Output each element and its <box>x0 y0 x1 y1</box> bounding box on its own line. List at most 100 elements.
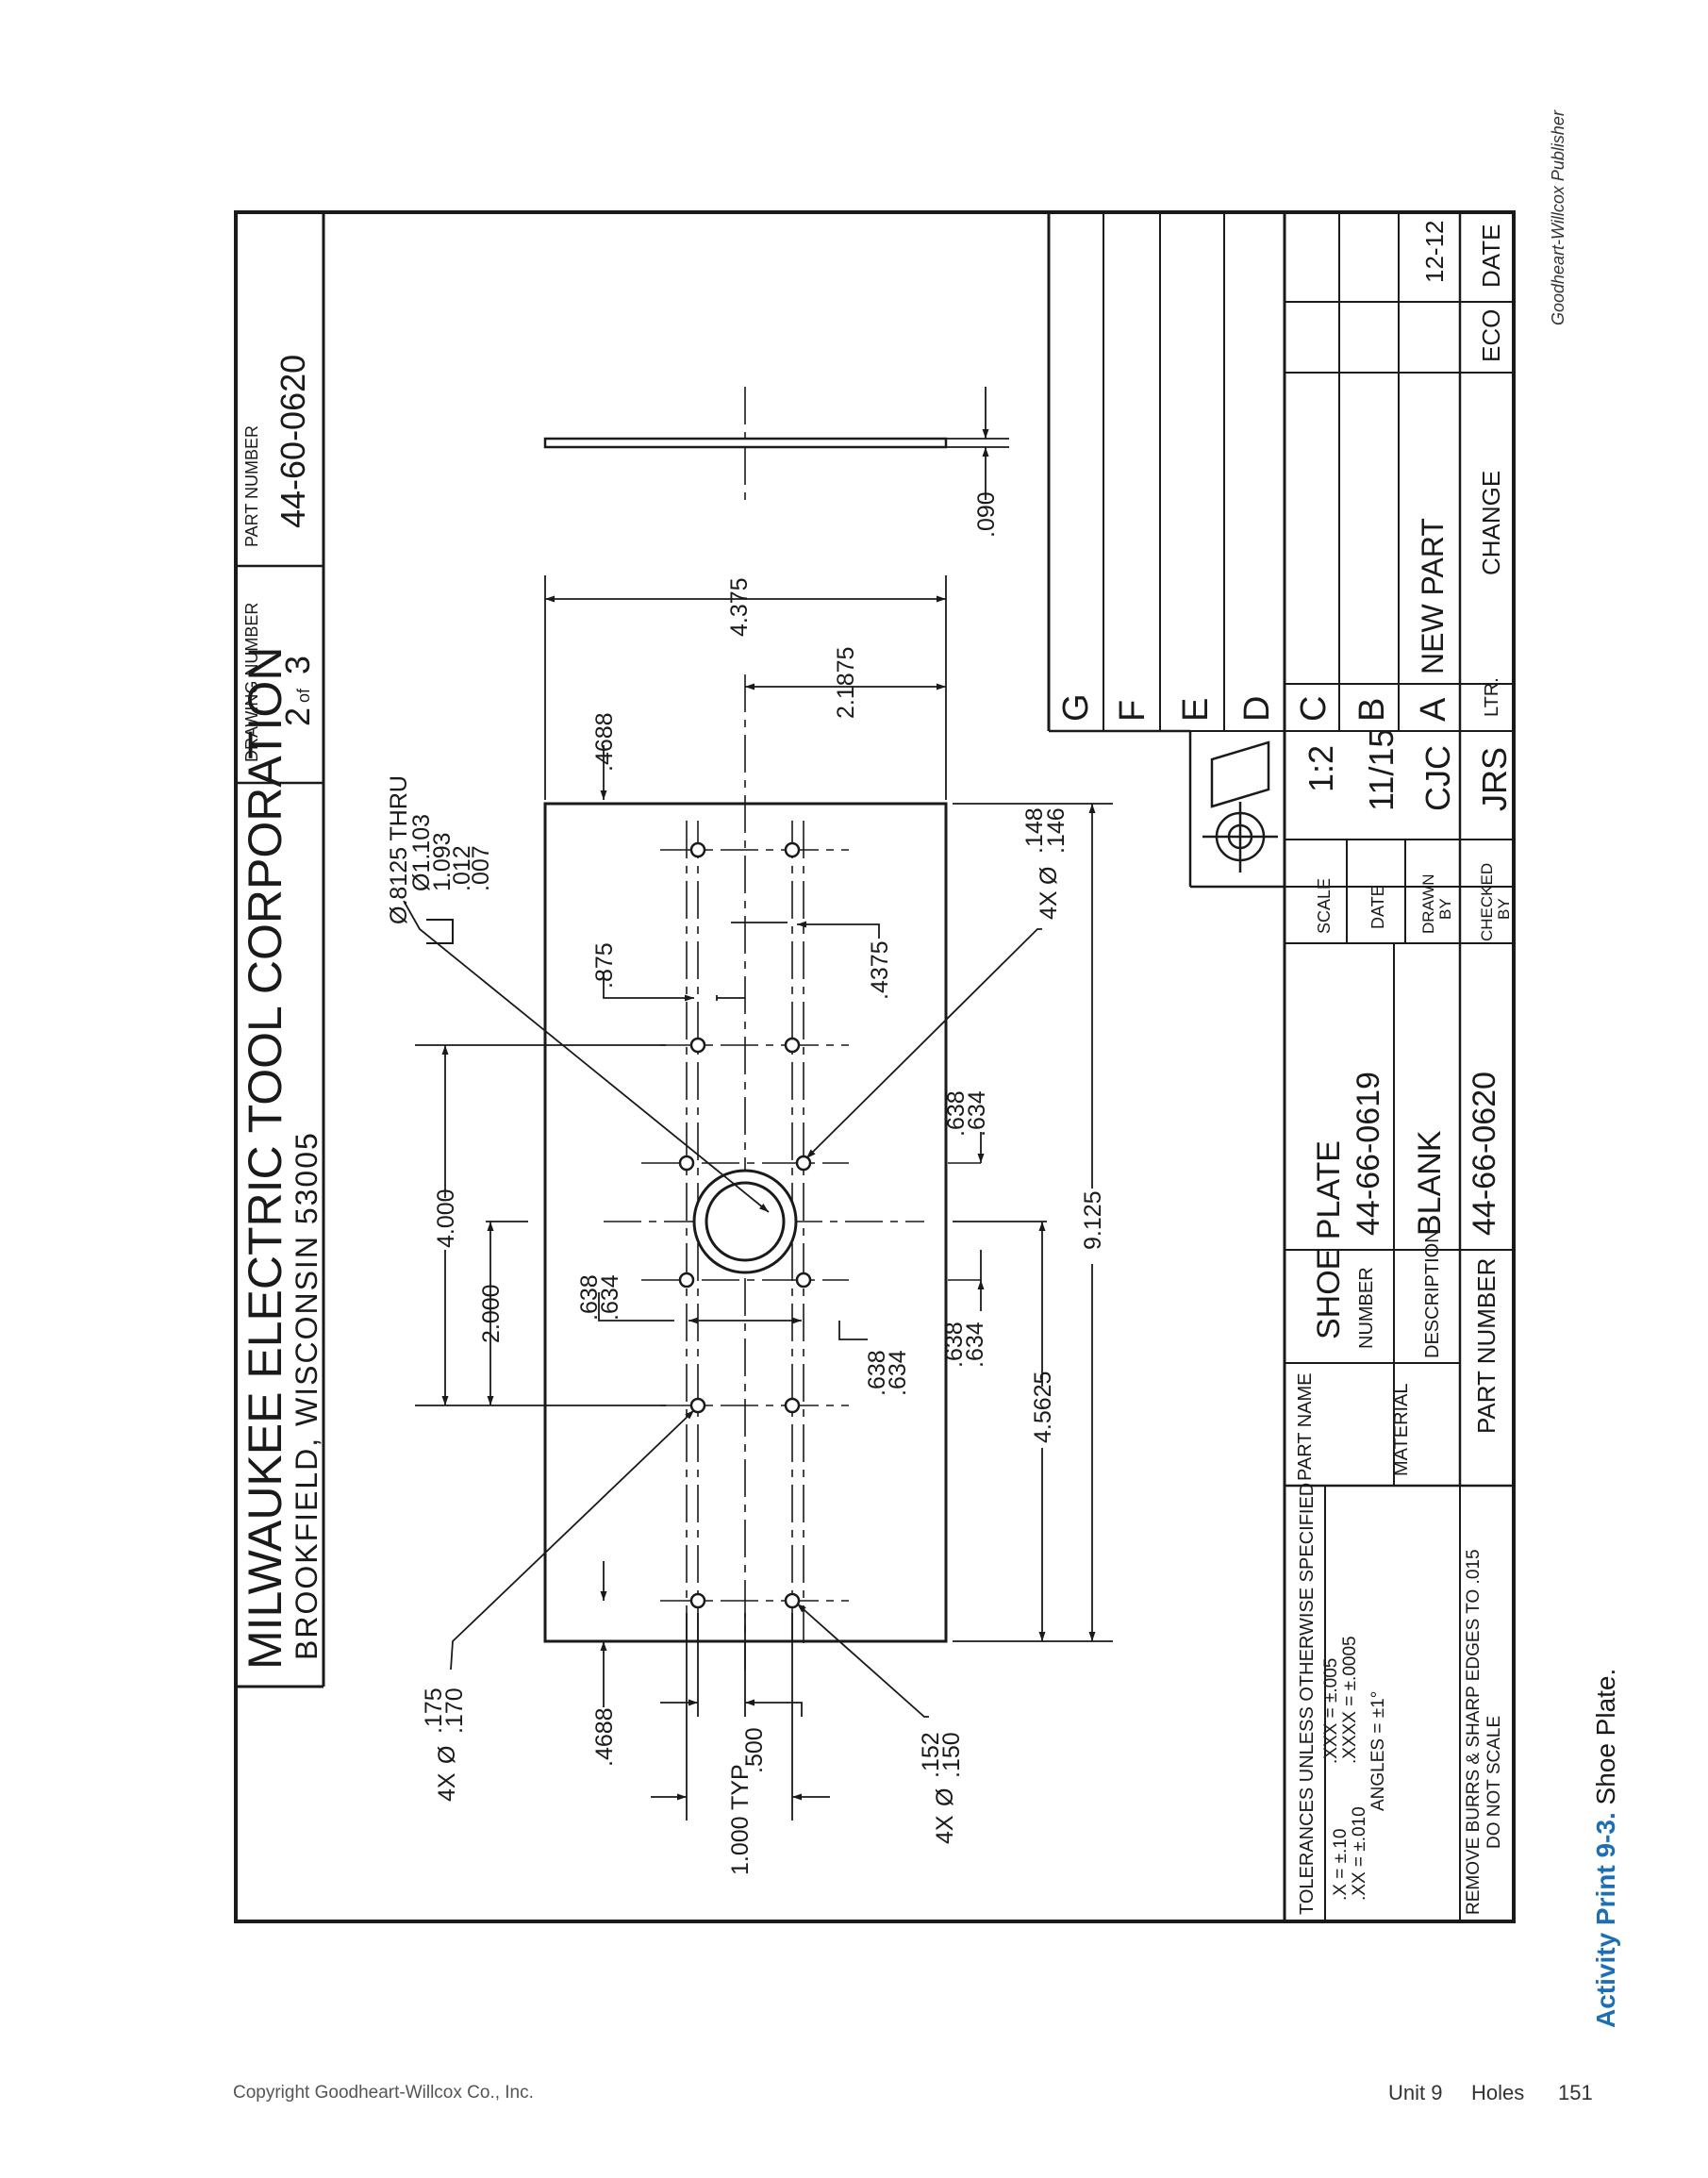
section-label: Holes <box>1471 2081 1525 2104</box>
part-number-label: PART NUMBER <box>242 425 261 547</box>
center-lines <box>604 387 924 1670</box>
hole148-diameter: Ø <box>1036 867 1062 885</box>
scale-value: 1:2 <box>1302 745 1340 792</box>
company-address: BROOKFIELD, WISCONSIN 53005 <box>290 1131 323 1660</box>
dimension-text: .4688 4.375 2.1875 .090 Ø.8125 THRU Ø1.1… <box>386 491 1106 1875</box>
drawn-by-label-2: BY <box>1436 898 1454 920</box>
copyright-notice: Copyright Goodheart-Willcox Co., Inc. <box>233 2083 534 2103</box>
do-not-scale-note: DO NOT SCALE <box>1484 1716 1504 1849</box>
hole175-diameter: Ø <box>434 1746 460 1764</box>
dim-090: .090 <box>973 491 1000 538</box>
hole175-lo: .170 <box>441 1688 468 1734</box>
dim-638a-hi: .638 <box>943 1090 970 1137</box>
dim-638d-hi: .638 <box>864 1350 890 1396</box>
rev-date-label: DATE <box>1477 224 1505 288</box>
dim-4688-top: .4688 <box>591 712 618 772</box>
checked-by-value: JRS <box>1475 747 1514 811</box>
revision-block: G F E D C B A NEW PART 12-12 LTR. CHANGE… <box>1056 221 1505 723</box>
dim-638d-lo: .634 <box>885 1350 911 1396</box>
hole175-prefix: 4X <box>434 1772 460 1802</box>
hole152-hi: .152 <box>918 1732 944 1778</box>
part-name-value: SHOE PLATE <box>1311 1140 1347 1339</box>
dim-638c-hi: .638 <box>941 1322 968 1368</box>
rev-letter-b: B <box>1352 698 1392 722</box>
counterbore-line-4: .012 <box>449 845 475 891</box>
date-value: 11/15 <box>1362 729 1401 811</box>
company-name: MILWAUKEE ELECTRIC TOOL CORPORATION <box>239 647 291 1670</box>
page-number: 151 <box>1558 2081 1593 2104</box>
tol-xx: .XX = ±.010 <box>1350 1806 1369 1901</box>
counterbore-line-5: .007 <box>468 845 494 891</box>
dim-638a-lo: .634 <box>964 1090 990 1137</box>
rev-eco-label: ECO <box>1477 309 1505 362</box>
rev-ltr-label: LTR. <box>1482 677 1502 717</box>
dim-4688-left: .4688 <box>591 1707 618 1767</box>
checked-by-label-2: BY <box>1495 898 1513 920</box>
part-number-row-label: PART NUMBER <box>1472 1258 1501 1434</box>
rev-a-date: 12-12 <box>1420 221 1449 284</box>
counterbore-line-2: Ø1.103 <box>408 814 435 891</box>
rev-letter-c: C <box>1294 696 1334 722</box>
hole148-prefix: 4X <box>1036 890 1062 920</box>
publisher-credit: Goodheart-Willcox Publisher <box>1549 109 1567 325</box>
hole152-diameter: Ø <box>932 1788 958 1806</box>
dim-4375b: .4375 <box>867 940 893 1000</box>
holes <box>678 841 812 1609</box>
dim-21875: 2.1875 <box>833 647 859 719</box>
dim-638b-lo: .634 <box>597 1274 623 1321</box>
dim-500: .500 <box>741 1727 768 1773</box>
dim-875: .875 <box>591 942 618 989</box>
dim-9125: 9.125 <box>1080 1190 1106 1250</box>
dim-4000: 4.000 <box>433 1189 459 1248</box>
description-label: DESCRIPTION <box>1422 1229 1443 1358</box>
rev-letter-a: A <box>1414 697 1453 722</box>
number-label: NUMBER <box>1356 1267 1377 1349</box>
dim-638b-hi: .638 <box>576 1274 603 1321</box>
rev-change-label: CHANGE <box>1477 471 1505 575</box>
revision-grid <box>1049 212 1514 732</box>
drawn-by-value: CJC <box>1418 745 1457 811</box>
dim-2000: 2.000 <box>478 1284 505 1343</box>
drawing-number-label: DRAWING NUMBER <box>242 603 261 762</box>
part-number-row-value: 44-66-0620 <box>1467 1072 1502 1236</box>
drawn-by-label-1: DRAWN <box>1419 873 1437 934</box>
dim-4375: 4.375 <box>726 577 753 637</box>
counterbore-inner <box>705 1181 786 1262</box>
checked-by-label-1: CHECKED <box>1478 863 1496 941</box>
rev-letter-e: E <box>1176 698 1216 722</box>
dimension-lines <box>403 387 1113 1821</box>
rev-letter-g: G <box>1056 693 1096 722</box>
drawing-number-total: 3 <box>278 656 317 674</box>
rev-letter-d: D <box>1237 696 1277 722</box>
tol-x: .X = ±.10 <box>1331 1829 1351 1901</box>
dim-1000-typ: 1.000 TYP. <box>727 1761 754 1875</box>
tolerances-label: TOLERANCES UNLESS OTHERWISE SPECIFIED <box>1297 1483 1318 1915</box>
caption-text: Shoe Plate. <box>1591 1669 1620 1813</box>
part-number-value: 44-60-0620 <box>274 355 312 528</box>
number-value: 44-66-0619 <box>1351 1072 1386 1236</box>
figure-caption: Activity Print 9-3. Shoe Plate. <box>1591 1669 1620 2028</box>
title-block-text: MILWAUKEE ELECTRIC TOOL CORPORATION BROO… <box>239 355 323 1670</box>
drawing-number-value: 2 <box>278 707 317 726</box>
material-label: MATERIAL <box>1391 1383 1412 1476</box>
hole148-hi: .148 <box>1021 807 1048 854</box>
dim-45625: 4.5625 <box>1030 1372 1056 1443</box>
drawing-number-of: of <box>294 688 313 703</box>
date-label: DATE <box>1368 885 1387 929</box>
counterbore-symbol <box>426 919 454 944</box>
dim-638c-lo: .634 <box>962 1322 988 1368</box>
footer-rotated: Goodheart-Willcox Publisher Activity Pri… <box>1549 109 1620 2028</box>
caption-label: Activity Print 9-3. <box>1591 1812 1620 2028</box>
part-name-label: PART NAME <box>1295 1373 1316 1481</box>
info-block: TOLERANCES UNLESS OTHERWISE SPECIFIED .X… <box>1295 729 1514 1915</box>
tol-xxx: .XXX = ±.005 <box>1321 1658 1341 1764</box>
counterbore-line-1: Ø.8125 THRU <box>386 775 412 924</box>
rev-letter-f: F <box>1113 700 1152 722</box>
third-angle-projection-symbol <box>1202 740 1278 873</box>
description-value: BLANK <box>1412 1130 1448 1236</box>
rev-a-change: NEW PART <box>1416 518 1450 674</box>
hole152-prefix: 4X <box>932 1815 958 1844</box>
tol-xxxx: .XXXX = ±.0005 <box>1340 1636 1360 1764</box>
hole152-lo: .150 <box>938 1732 965 1778</box>
